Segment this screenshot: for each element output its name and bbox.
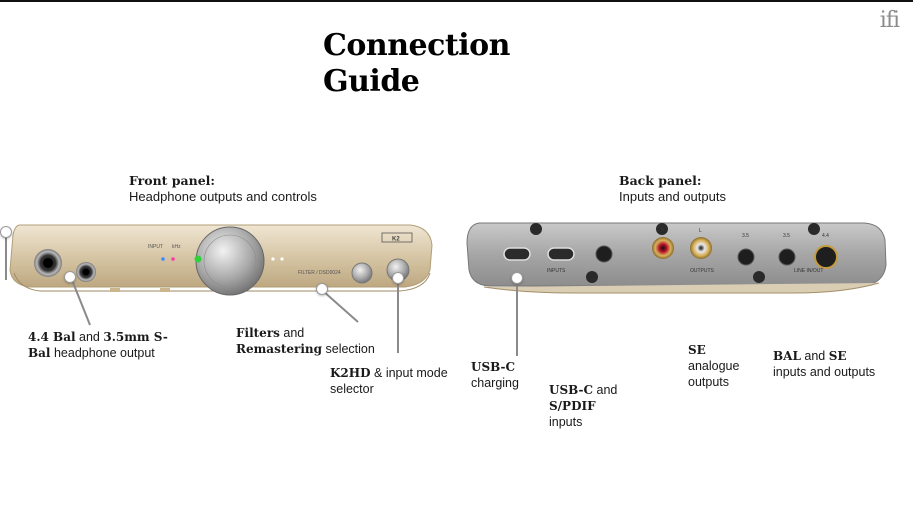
back-inputs-label: INPUTS: [547, 268, 566, 274]
left-edge-pointer: [5, 236, 7, 280]
ifi-logo: ifi: [879, 8, 900, 33]
back-line-label: LINE IN/OUT: [794, 268, 823, 274]
front-khz-label: kHz: [172, 244, 181, 250]
callout-se-outputs: SE analogue outputs: [688, 343, 740, 389]
title-line-2: Guide: [323, 64, 420, 99]
callout-usbc-charging: USB-C charging: [471, 360, 519, 390]
callout-filters: Filters and Remastering selection: [236, 326, 375, 356]
filters-pointer-dot: [316, 283, 328, 295]
bal-pointer-dot: [64, 271, 76, 283]
back-r-label: R: [661, 228, 665, 234]
k2hd-pointer-dot: [392, 272, 404, 284]
front-filter-label: FILTER / DSD0024: [298, 270, 341, 276]
back-panel-header: Back panel: Inputs and outputs: [619, 173, 726, 205]
front-input-label: INPUT: [148, 244, 163, 250]
back-panel-device: INPUTS OUTPUTS LINE IN/OUT R L 3.5 3.5 4…: [466, 222, 887, 294]
callout-usbc-spdif: USB-C and S/PDIF inputs: [549, 383, 618, 429]
front-panel-device: INPUT kHz FILTER / DSD0024 K2: [9, 224, 433, 296]
back-44-label: 4.4: [822, 233, 829, 239]
callout-k2hd: K2HD & input mode selector: [330, 366, 448, 396]
usbc-pointer-line: [516, 280, 518, 356]
usbc-pointer-dot: [511, 272, 523, 284]
title-line-1: Connection: [323, 28, 510, 63]
back-panel-subtitle: Inputs and outputs: [619, 189, 726, 204]
front-panel-header: Front panel: Headphone outputs and contr…: [129, 173, 317, 205]
k2hd-pointer-line: [397, 280, 399, 353]
callout-bal-headphone: 4.4 Bal and 3.5mm S- Bal headphone outpu…: [28, 330, 168, 360]
back-panel-title: Back panel:: [619, 173, 702, 188]
front-panel-title: Front panel:: [129, 173, 216, 188]
top-rule: [0, 0, 913, 2]
front-panel-subtitle: Headphone outputs and controls: [129, 189, 317, 204]
back-outputs-label: OUTPUTS: [690, 268, 715, 274]
back-35a-label: 3.5: [742, 233, 749, 239]
back-l-label: L: [699, 228, 702, 234]
left-edge-dot: [0, 226, 12, 238]
back-35b-label: 3.5: [783, 233, 790, 239]
bal-pointer-line: [69, 274, 91, 326]
page-title: Connection Guide: [323, 28, 510, 100]
callout-bal-se-io: BAL and SE inputs and outputs: [773, 349, 876, 379]
filters-pointer-line: [322, 290, 359, 323]
front-model-label: K2: [392, 237, 400, 243]
